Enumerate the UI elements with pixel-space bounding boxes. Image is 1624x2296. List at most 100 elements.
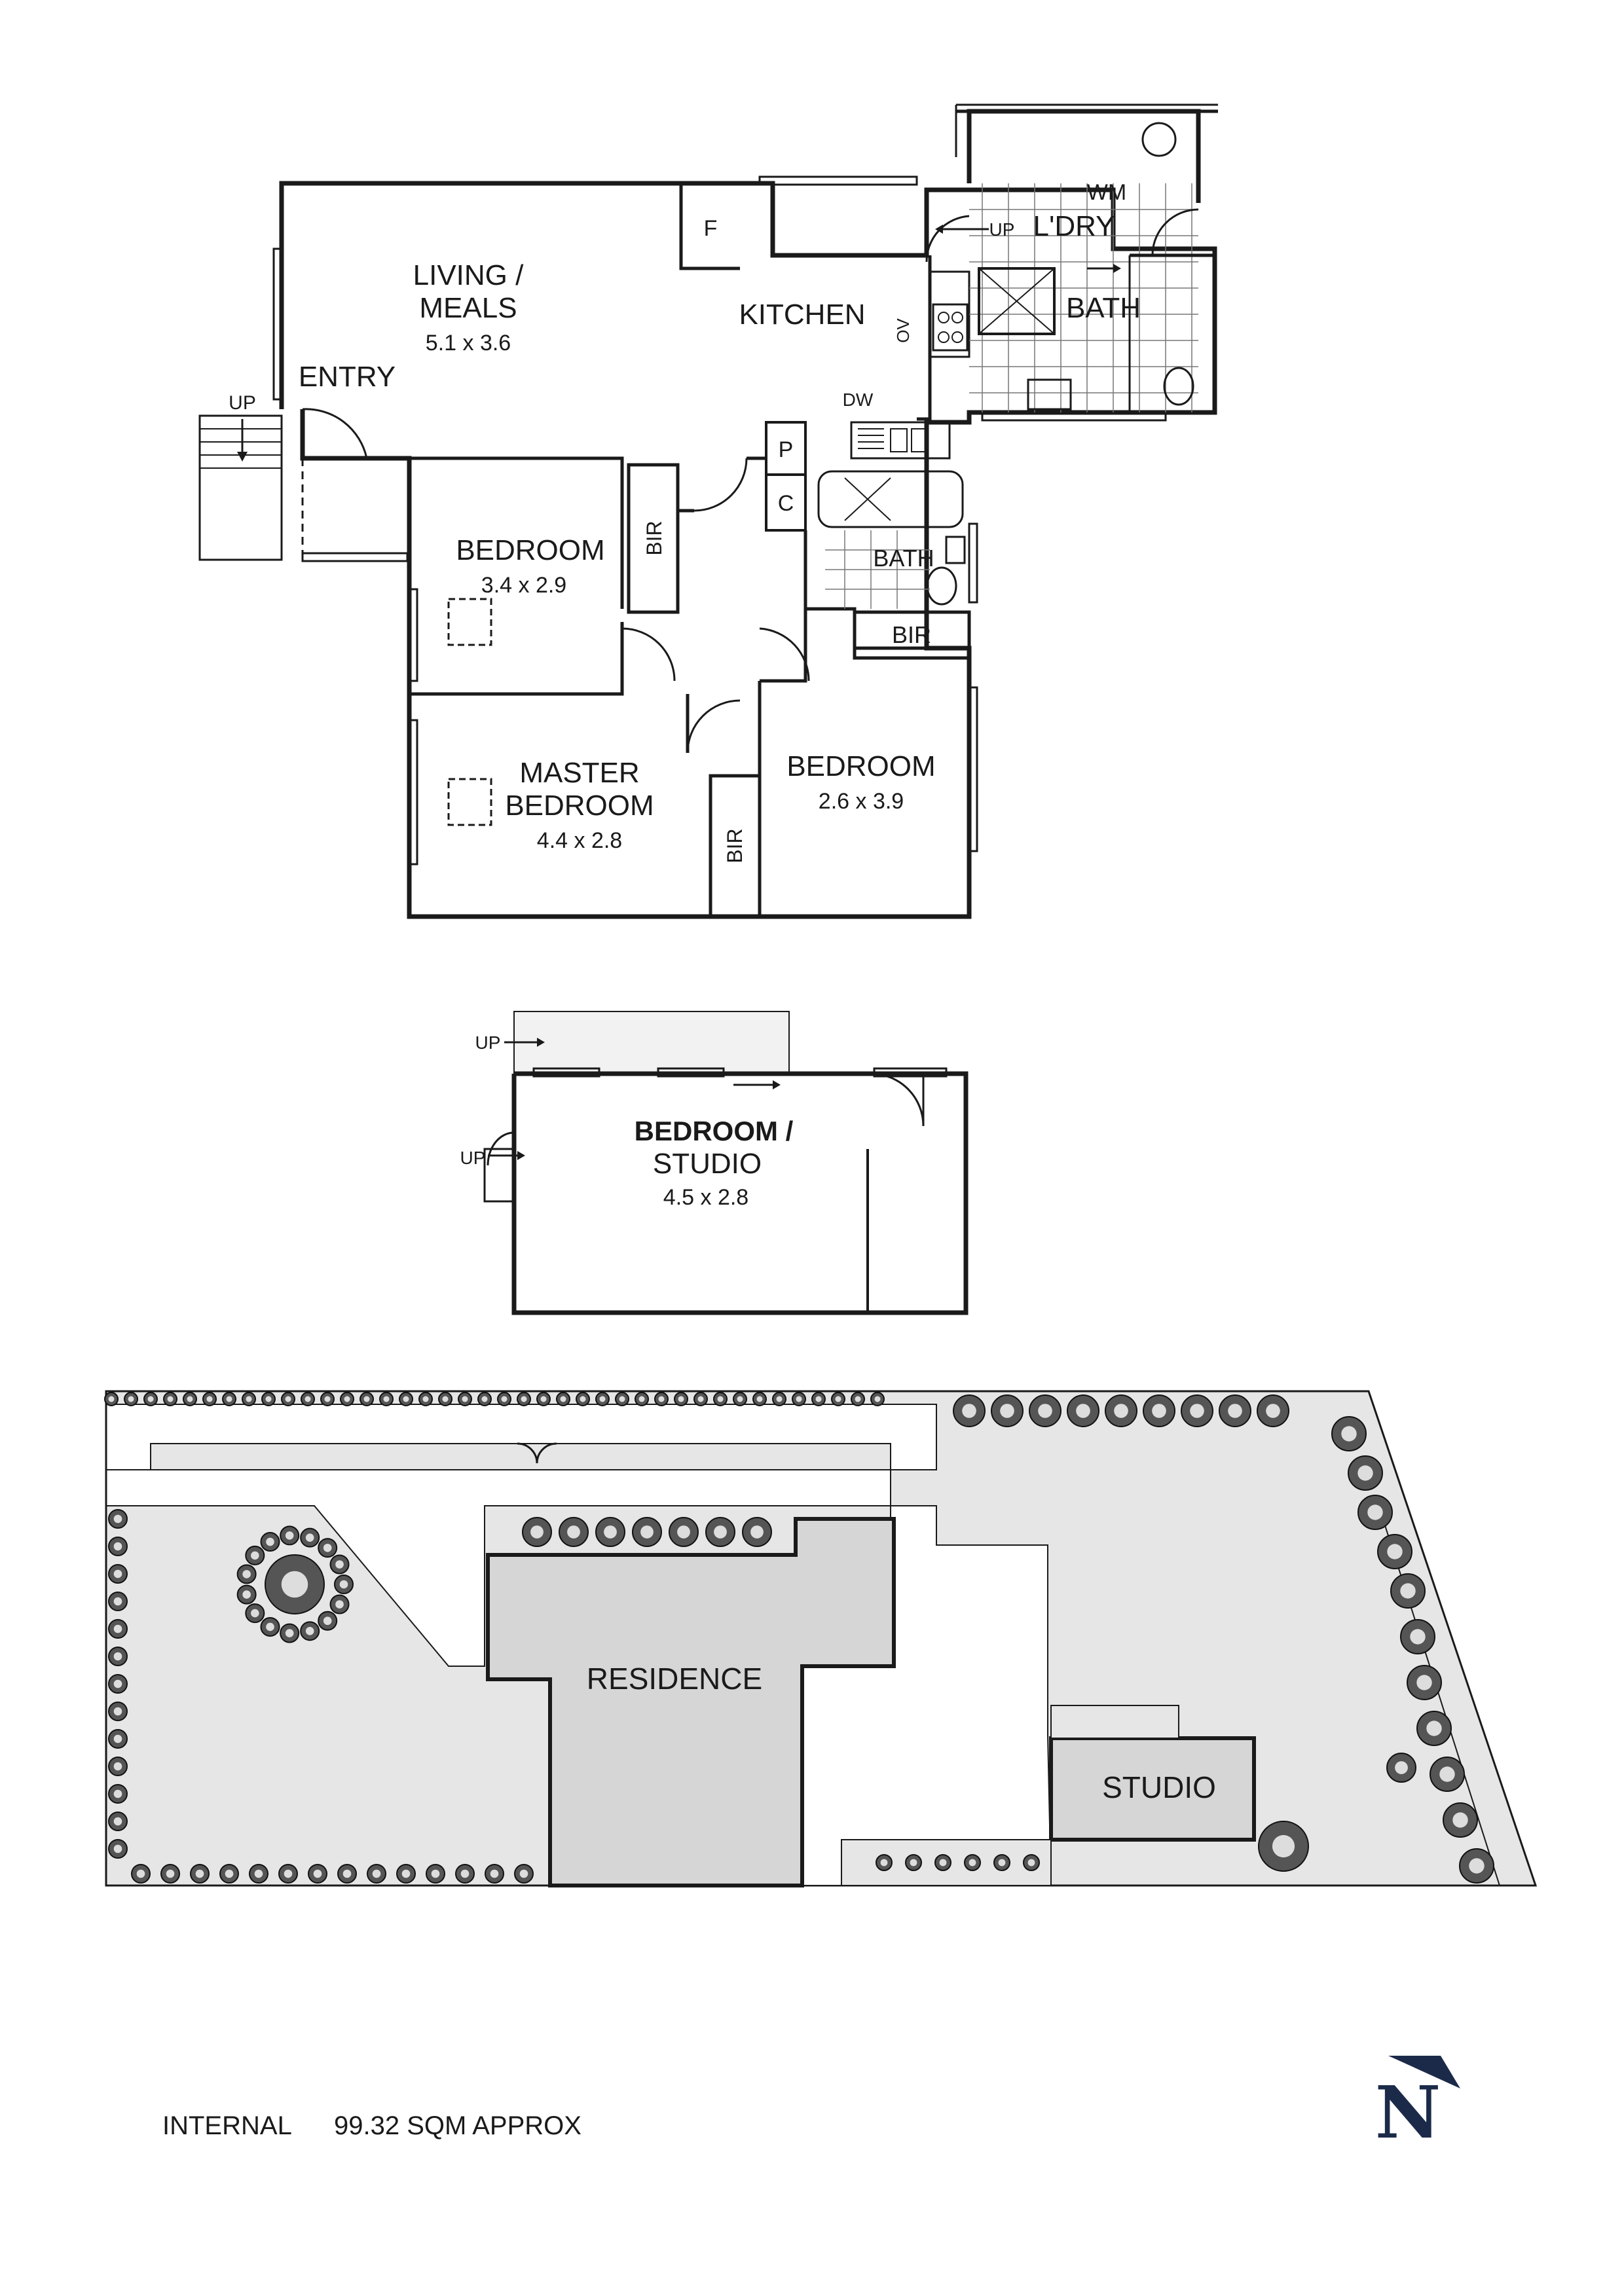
tree-centre xyxy=(226,1396,232,1402)
tree-centre xyxy=(939,1859,947,1867)
tree-centre xyxy=(251,1551,259,1560)
tree-centre xyxy=(1452,1812,1468,1828)
tree-centre xyxy=(756,1396,763,1402)
cupboard-label: C xyxy=(778,491,794,516)
tree-centre xyxy=(166,1869,175,1878)
window xyxy=(981,411,1167,422)
tree-centre xyxy=(1114,1404,1128,1418)
laundry-tub xyxy=(1141,122,1177,157)
dishwasher-label: DW xyxy=(843,390,874,410)
tree-centre xyxy=(619,1396,625,1402)
tree-centre xyxy=(521,1396,527,1402)
kitchen-wall xyxy=(917,255,932,421)
tree-centre xyxy=(1076,1404,1090,1418)
tree-centre xyxy=(265,1396,272,1402)
tree-centre xyxy=(266,1622,274,1631)
room-master-size: 4.4 x 2.8 xyxy=(537,828,622,853)
tree-centre xyxy=(1341,1426,1357,1442)
tree-centre xyxy=(567,1525,580,1539)
tree-centre xyxy=(717,1396,724,1402)
tree-centre xyxy=(113,1817,122,1826)
tree-centre xyxy=(113,1734,122,1743)
tree-centre xyxy=(251,1609,259,1618)
tree-centre xyxy=(344,1396,350,1402)
north-compass: N xyxy=(1375,2056,1460,2155)
shower xyxy=(978,267,1056,335)
door-swing xyxy=(925,215,970,263)
tree-centre xyxy=(431,1869,440,1878)
tree-centre xyxy=(530,1525,544,1539)
studio-wall xyxy=(511,1071,969,1315)
tree-centre xyxy=(540,1396,547,1402)
tree-centre xyxy=(442,1396,449,1402)
tree-centre xyxy=(750,1525,764,1539)
tree-centre xyxy=(678,1396,684,1402)
window xyxy=(272,247,283,401)
studio-size-label: 4.5 x 2.8 xyxy=(663,1185,748,1210)
tree-centre xyxy=(422,1396,429,1402)
tree-centre xyxy=(372,1869,381,1878)
tree-centre xyxy=(855,1396,861,1402)
room-master-label-2: BEDROOM xyxy=(505,790,654,822)
north-arrow-icon xyxy=(1388,2056,1460,2088)
tree-centre xyxy=(285,1396,291,1402)
room-entry-label: ENTRY xyxy=(299,361,396,393)
room-living-label-2: MEALS xyxy=(419,292,517,324)
tree-centre xyxy=(1272,1834,1295,1858)
studio-floor-plan xyxy=(483,1011,969,1315)
tree-centre xyxy=(113,1514,122,1523)
tree-centre xyxy=(246,1396,252,1402)
bir3-label: BIR xyxy=(723,828,747,863)
tile-grid xyxy=(969,183,1198,412)
site-plan xyxy=(105,1390,1538,1887)
tree-centre xyxy=(187,1396,193,1402)
room-bath-main-label: BATH xyxy=(1066,292,1141,324)
tree-centre xyxy=(490,1869,499,1878)
window xyxy=(408,588,418,682)
tree-centre xyxy=(1266,1404,1280,1418)
tree-centre xyxy=(313,1869,322,1878)
tree-centre xyxy=(342,1869,352,1878)
tree-centre xyxy=(677,1525,690,1539)
bedroom-wall xyxy=(409,456,624,609)
room-bedroom2-label: BEDROOM xyxy=(786,750,935,782)
tree-centre xyxy=(998,1859,1006,1867)
vanity xyxy=(1027,378,1072,410)
tree-centre xyxy=(737,1396,743,1402)
tree-centre xyxy=(835,1396,841,1402)
room-living-label: LIVING / xyxy=(413,259,524,291)
tree-centre xyxy=(339,1580,348,1589)
tree-centre xyxy=(113,1844,122,1853)
area-label: INTERNAL xyxy=(162,2111,292,2140)
tree-centre xyxy=(113,1789,122,1798)
tree-centre xyxy=(266,1537,274,1546)
bedroom-wall xyxy=(676,465,694,513)
tree-centre xyxy=(638,1396,645,1402)
tree-centre xyxy=(335,1560,344,1569)
room-bath-small-label: BATH xyxy=(873,545,934,572)
bir-box xyxy=(627,463,680,614)
tree-centre xyxy=(285,1629,294,1637)
pantry-label: P xyxy=(779,437,794,462)
tree-centre xyxy=(658,1396,665,1402)
tree-centre xyxy=(305,1533,314,1542)
studio-site-label: STUDIO xyxy=(1102,1770,1216,1804)
kitchen-wall xyxy=(679,183,740,270)
tree-centre xyxy=(195,1869,204,1878)
bir2-label: BIR xyxy=(892,621,931,648)
tree-centre xyxy=(1439,1766,1455,1782)
tree-centre xyxy=(962,1404,976,1418)
tree-centre xyxy=(284,1869,293,1878)
tree-centre xyxy=(560,1396,566,1402)
tree-centre xyxy=(1400,1583,1416,1599)
studio-name-label: BEDROOM / xyxy=(635,1116,794,1146)
tree-centre xyxy=(305,1627,314,1635)
tree-centre xyxy=(460,1869,470,1878)
site-trees xyxy=(104,1392,1494,1884)
tree-centre xyxy=(113,1652,122,1661)
tree-centre xyxy=(714,1525,727,1539)
tree-centre xyxy=(113,1707,122,1716)
tree-centre xyxy=(363,1396,370,1402)
tree-centre xyxy=(113,1762,122,1771)
tree-centre xyxy=(225,1869,234,1878)
